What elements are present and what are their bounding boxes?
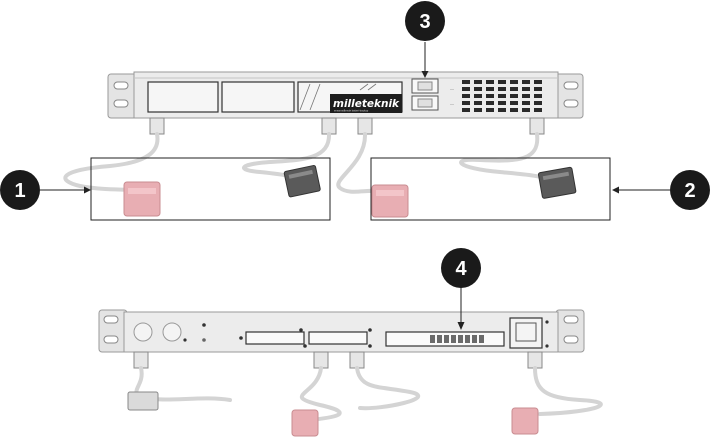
front-view: milleteknik ensamstående batteri-backup … — [40, 42, 670, 221]
callout-3-number: 3 — [419, 11, 430, 33]
pink-connector — [123, 181, 161, 217]
front-vent-grid — [462, 80, 542, 112]
pink-connector — [291, 409, 319, 437]
front-bay — [221, 81, 295, 113]
round-port — [162, 322, 182, 342]
rear-view — [98, 286, 603, 437]
terminal-block — [430, 335, 484, 343]
svg-text:—: — — [450, 101, 454, 106]
rear-gland — [133, 351, 543, 369]
callout-4-number: 4 — [455, 258, 467, 280]
svg-text:—: — — [450, 86, 454, 91]
brand-tagline: ensamstående batteri-backup — [334, 109, 369, 113]
callout-1: 1 — [0, 170, 40, 210]
callout-4: 4 — [441, 248, 481, 288]
dark-connector — [537, 166, 577, 199]
dark-connector — [283, 165, 321, 198]
round-port — [133, 322, 153, 342]
callout-2-number: 2 — [684, 180, 695, 202]
highlight-box-2 — [370, 157, 611, 221]
dark-connector — [127, 391, 159, 411]
callout-3: 3 — [405, 1, 445, 41]
front-gland — [149, 117, 545, 135]
pink-connector — [511, 407, 539, 435]
highlight-box-1 — [90, 157, 331, 221]
pink-connector — [371, 184, 409, 218]
brand-logo-plate — [330, 94, 402, 113]
rear-slot — [308, 331, 368, 345]
brand-logo: milleteknik — [333, 98, 400, 110]
rear-slot — [245, 331, 305, 345]
front-bay — [147, 81, 219, 113]
callout-2: 2 — [670, 170, 710, 210]
callout-1-number: 1 — [14, 180, 25, 202]
